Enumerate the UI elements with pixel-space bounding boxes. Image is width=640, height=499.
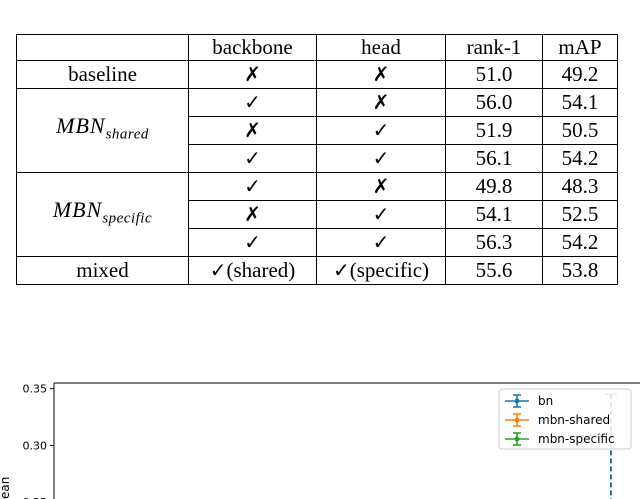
check-icon: ✓ bbox=[332, 258, 350, 282]
legend-box bbox=[498, 388, 632, 450]
header-map: mAP bbox=[542, 34, 618, 61]
legend-label: bn bbox=[538, 394, 553, 408]
header-rank1: rank-1 bbox=[445, 34, 543, 61]
table-row-mixed: mixed ✓(shared) ✓(specific) 55.6 53.8 bbox=[16, 256, 618, 285]
table-row-baseline: baseline ✗ ✗ 51.0 49.2 bbox=[16, 60, 618, 89]
plot-legend: bn mbn-shared mbn-specific bbox=[498, 388, 632, 450]
legend-marker bbox=[514, 417, 520, 423]
legend-label: mbn-specific bbox=[538, 432, 615, 446]
table-row-specific-1: MBNspecific ✓ ✗ 49.8 48.3 bbox=[16, 172, 618, 257]
table-header-row: backbone head rank-1 mAP bbox=[16, 34, 618, 61]
backbone-mixed-label: (shared) bbox=[226, 258, 296, 282]
cross-icon: ✗ bbox=[316, 88, 446, 117]
table-row-specific-3: ✓ ✓ 56.3 54.2 bbox=[17, 228, 618, 257]
header-backbone: backbone bbox=[188, 34, 317, 61]
rank1-value: 51.9 bbox=[445, 116, 543, 145]
method-subscript: specific bbox=[102, 210, 153, 227]
results-table: backbone head rank-1 mAP baseline ✗ ✗ 51… bbox=[16, 34, 618, 285]
method-mixed: mixed bbox=[16, 256, 189, 285]
check-icon: ✓ bbox=[188, 144, 317, 173]
header-method bbox=[16, 34, 189, 61]
rank1-value: 56.3 bbox=[445, 228, 543, 257]
rank1-value: 54.1 bbox=[445, 200, 543, 229]
y-axis: 0.35 0.30 0.25 ean bbox=[0, 383, 54, 499]
cross-icon: ✗ bbox=[316, 60, 446, 89]
map-value: 53.8 bbox=[542, 256, 618, 285]
legend-marker bbox=[514, 436, 520, 442]
check-icon: ✓ bbox=[188, 228, 317, 257]
rank1-value: 56.1 bbox=[445, 144, 543, 173]
method-base: MBN bbox=[52, 197, 103, 223]
map-value: 52.5 bbox=[542, 200, 618, 229]
plot-frame bbox=[53, 382, 640, 499]
rank1-value: 51.0 bbox=[445, 60, 543, 89]
method-mbn-specific: MBNspecific bbox=[16, 172, 189, 257]
check-icon: ✓ bbox=[209, 258, 227, 282]
cross-icon: ✗ bbox=[188, 200, 317, 229]
table-row-shared-1: MBNshared ✓ ✗ 56.0 54.1 bbox=[16, 88, 618, 173]
legend-marker bbox=[514, 398, 520, 404]
map-value: 54.2 bbox=[542, 144, 618, 173]
head-mixed-label: (specific) bbox=[349, 258, 430, 282]
map-value: 49.2 bbox=[542, 60, 618, 89]
head-mixed: ✓(specific) bbox=[316, 256, 446, 285]
header-head: head bbox=[316, 34, 446, 61]
y-tick-label: 0.25 bbox=[23, 496, 48, 499]
y-axis-label: ean bbox=[0, 477, 12, 499]
map-value: 54.1 bbox=[542, 88, 618, 117]
map-value: 54.2 bbox=[542, 228, 618, 257]
map-value: 48.3 bbox=[542, 172, 618, 201]
check-icon: ✓ bbox=[316, 228, 446, 257]
method-mbn-shared: MBNshared bbox=[16, 88, 189, 173]
y-tick-label: 0.35 bbox=[23, 383, 48, 396]
cross-icon: ✗ bbox=[316, 172, 446, 201]
mean-plot: 0.35 0.30 0.25 ean bn mbn-shared mbn-specific bbox=[0, 382, 640, 499]
method-baseline: baseline bbox=[16, 60, 189, 89]
legend-label: mbn-shared bbox=[538, 413, 610, 427]
cross-icon: ✗ bbox=[188, 116, 317, 145]
check-icon: ✓ bbox=[316, 200, 446, 229]
check-icon: ✓ bbox=[188, 172, 317, 201]
check-icon: ✓ bbox=[188, 88, 317, 117]
method-subscript: shared bbox=[105, 126, 149, 143]
method-base: MBN bbox=[56, 113, 106, 139]
rank1-value: 56.0 bbox=[445, 88, 543, 117]
map-value: 50.5 bbox=[542, 116, 618, 145]
rank1-value: 55.6 bbox=[445, 256, 543, 285]
check-icon: ✓ bbox=[316, 144, 446, 173]
y-tick-label: 0.30 bbox=[23, 439, 48, 452]
rank1-value: 49.8 bbox=[445, 172, 543, 201]
backbone-mixed: ✓(shared) bbox=[188, 256, 317, 285]
check-icon: ✓ bbox=[316, 116, 446, 145]
table-row-shared-2: ✗ ✓ 51.9 50.5 bbox=[17, 116, 618, 145]
cross-icon: ✗ bbox=[188, 60, 317, 89]
